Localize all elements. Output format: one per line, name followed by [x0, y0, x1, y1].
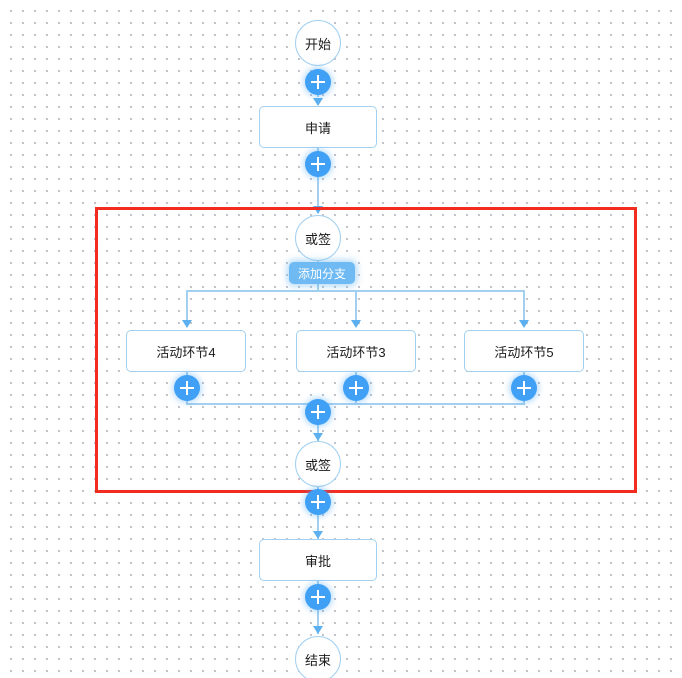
node-branch-2[interactable]: 活动环节3 [296, 330, 416, 372]
add-node-button-after-merge[interactable] [305, 399, 331, 425]
connector-apply-to-plus2 [317, 148, 319, 212]
arrow-into-branch-3 [519, 320, 529, 328]
connector-branch-2-drop [355, 290, 357, 322]
add-node-button-after-apply[interactable] [305, 151, 331, 177]
node-end[interactable]: 结束 [295, 636, 341, 678]
node-branch-2-label: 活动环节3 [326, 344, 386, 360]
node-or-sign-split-label: 或签 [304, 231, 331, 247]
node-or-sign-join[interactable]: 或签 [295, 441, 341, 487]
arrow-into-approve [313, 531, 323, 539]
node-branch-3[interactable]: 活动环节5 [464, 330, 584, 372]
arrow-into-orsign-join [313, 433, 323, 441]
arrow-into-apply [313, 98, 323, 106]
connector-merge-stem [317, 403, 319, 455]
arrow-into-branch-2 [351, 320, 361, 328]
node-apply[interactable]: 申请 [259, 106, 377, 148]
node-start-label: 开始 [304, 36, 331, 52]
node-branch-3-label: 活动环节5 [494, 344, 554, 360]
node-approve[interactable]: 审批 [259, 539, 377, 581]
add-node-button-after-start[interactable] [305, 69, 331, 95]
add-node-button-after-approve[interactable] [305, 584, 331, 610]
node-apply-label: 申请 [304, 120, 331, 136]
arrow-into-end [313, 626, 323, 634]
node-approve-label: 审批 [304, 553, 331, 569]
node-branch-1-label: 活动环节4 [156, 344, 216, 360]
add-branch-button-label: 添加分支 [298, 266, 347, 281]
connector-branch-1-drop [186, 290, 188, 322]
node-or-sign-split[interactable]: 或签 [295, 215, 341, 261]
add-node-button-after-branch-1[interactable] [174, 375, 200, 401]
add-node-button-after-branch-3[interactable] [511, 375, 537, 401]
selection-frame[interactable] [95, 207, 637, 493]
node-branch-1[interactable]: 活动环节4 [126, 330, 246, 372]
node-end-label: 结束 [304, 652, 331, 668]
connector-merge-rail [186, 403, 525, 405]
node-start[interactable]: 开始 [295, 20, 341, 66]
connector-branch-3-drop [523, 290, 525, 322]
arrow-into-branch-1 [182, 320, 192, 328]
add-node-button-after-or-sign-join[interactable] [305, 489, 331, 515]
arrow-into-orsign-split [313, 206, 323, 214]
add-branch-button[interactable]: 添加分支 [289, 262, 356, 284]
node-or-sign-join-label: 或签 [304, 457, 331, 473]
add-node-button-after-branch-2[interactable] [343, 375, 369, 401]
